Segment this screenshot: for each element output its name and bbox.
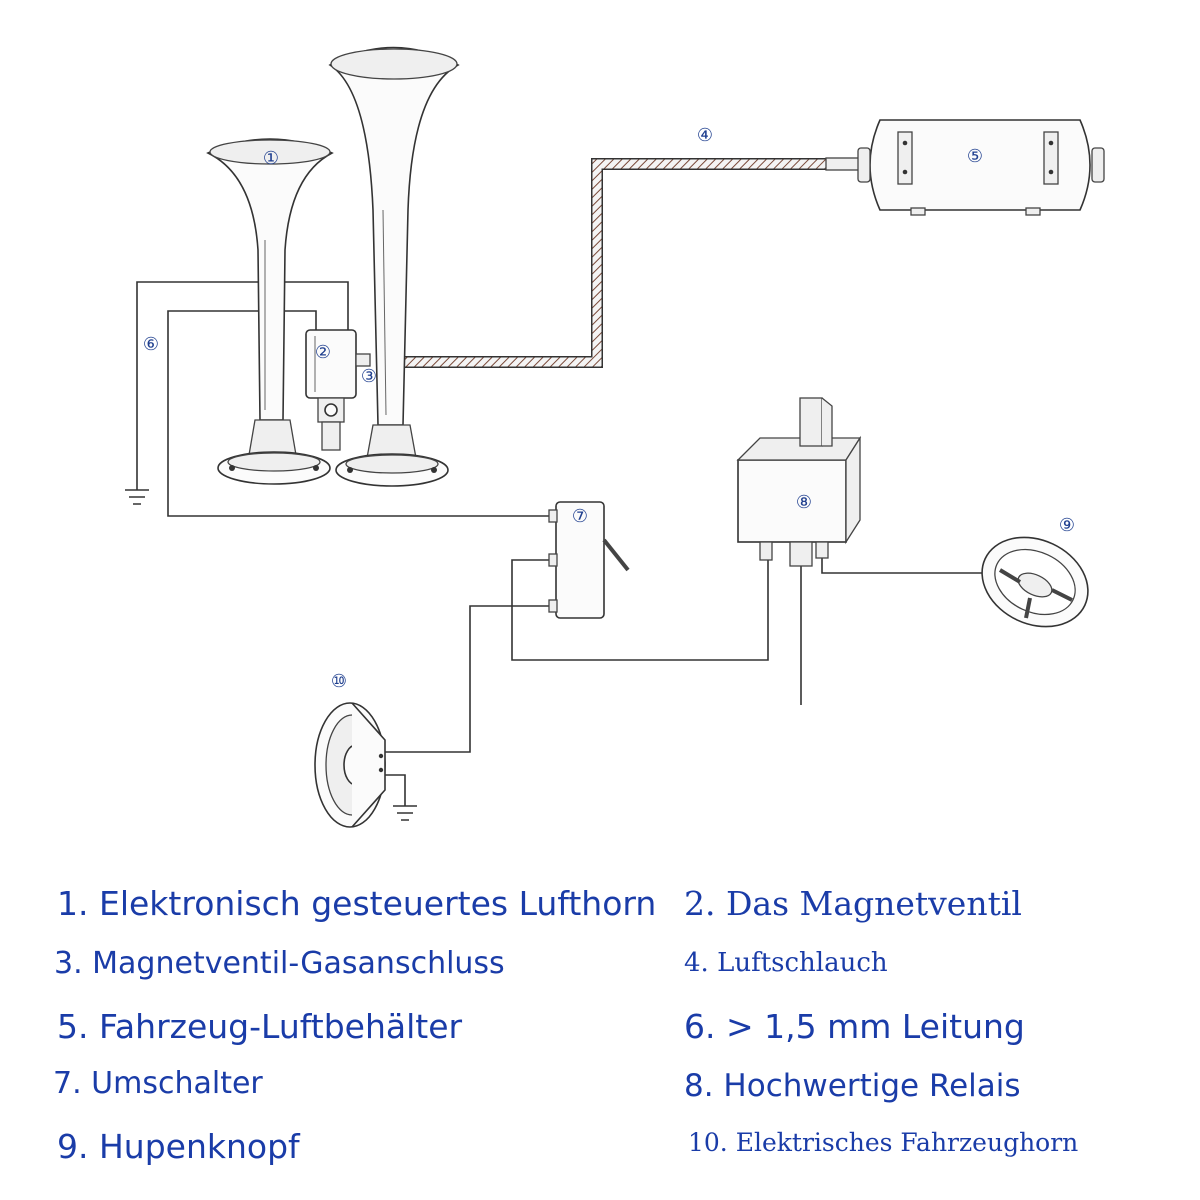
marker-7: ⑦ [572,506,588,527]
svg-text:④: ④ [697,125,713,146]
legend-item-1: 1. Elektronisch gesteuertes Lufthorn [57,884,657,923]
marker-8: ⑧ [796,492,812,513]
legend-item-2: 2. Das Magnetventil [684,884,1022,923]
svg-text:⑨: ⑨ [1059,515,1075,536]
marker-3: ③ [361,366,377,387]
svg-text:⑧: ⑧ [796,492,812,513]
legend-item-7: 7. Umschalter [53,1066,263,1101]
marker-2: ② [315,342,331,363]
horn-base [217,451,449,487]
wire-harness [125,281,985,821]
svg-text:⑥: ⑥ [143,334,159,355]
electric-horn [314,702,386,828]
marker-5: ⑤ [967,146,983,167]
svg-text:②: ② [315,342,331,363]
toggle-switch [548,501,630,619]
marker-1: ① [263,148,279,169]
svg-text:⑦: ⑦ [572,506,588,527]
air-hose [400,157,865,368]
svg-text:⑩: ⑩ [331,671,347,692]
horn-button-steering-wheel [981,536,1089,628]
svg-text:①: ① [263,148,279,169]
marker-4: ④ [697,125,713,146]
legend-item-9: 9. Hupenknopf [57,1127,300,1166]
air-horn-large [328,46,460,459]
air-tank [857,119,1105,216]
marker-9: ⑨ [1059,515,1075,536]
legend-item-10: 10. Elektrisches Fahrzeughorn [688,1128,1079,1157]
legend-item-3: 3. Magnetventil-Gasanschluss [54,946,505,981]
svg-text:③: ③ [361,366,377,387]
wiring-diagram: ① ② ③ ④ ⑤ ⑥ ⑦ ⑧ ⑨ ⑩ [125,46,1105,828]
solenoid-valve [305,329,371,451]
legend-item-5: 5. Fahrzeug-Luftbehälter [57,1007,463,1046]
legend-item-8: 8. Hochwertige Relais [684,1068,1021,1104]
marker-10: ⑩ [331,671,347,692]
air-horn-small [206,138,334,456]
relay [736,397,862,567]
marker-6: ⑥ [143,334,159,355]
legend-item-4: 4. Luftschlauch [684,948,888,978]
svg-text:⑤: ⑤ [967,146,983,167]
legend-item-6: 6. > 1,5 mm Leitung [684,1007,1025,1046]
